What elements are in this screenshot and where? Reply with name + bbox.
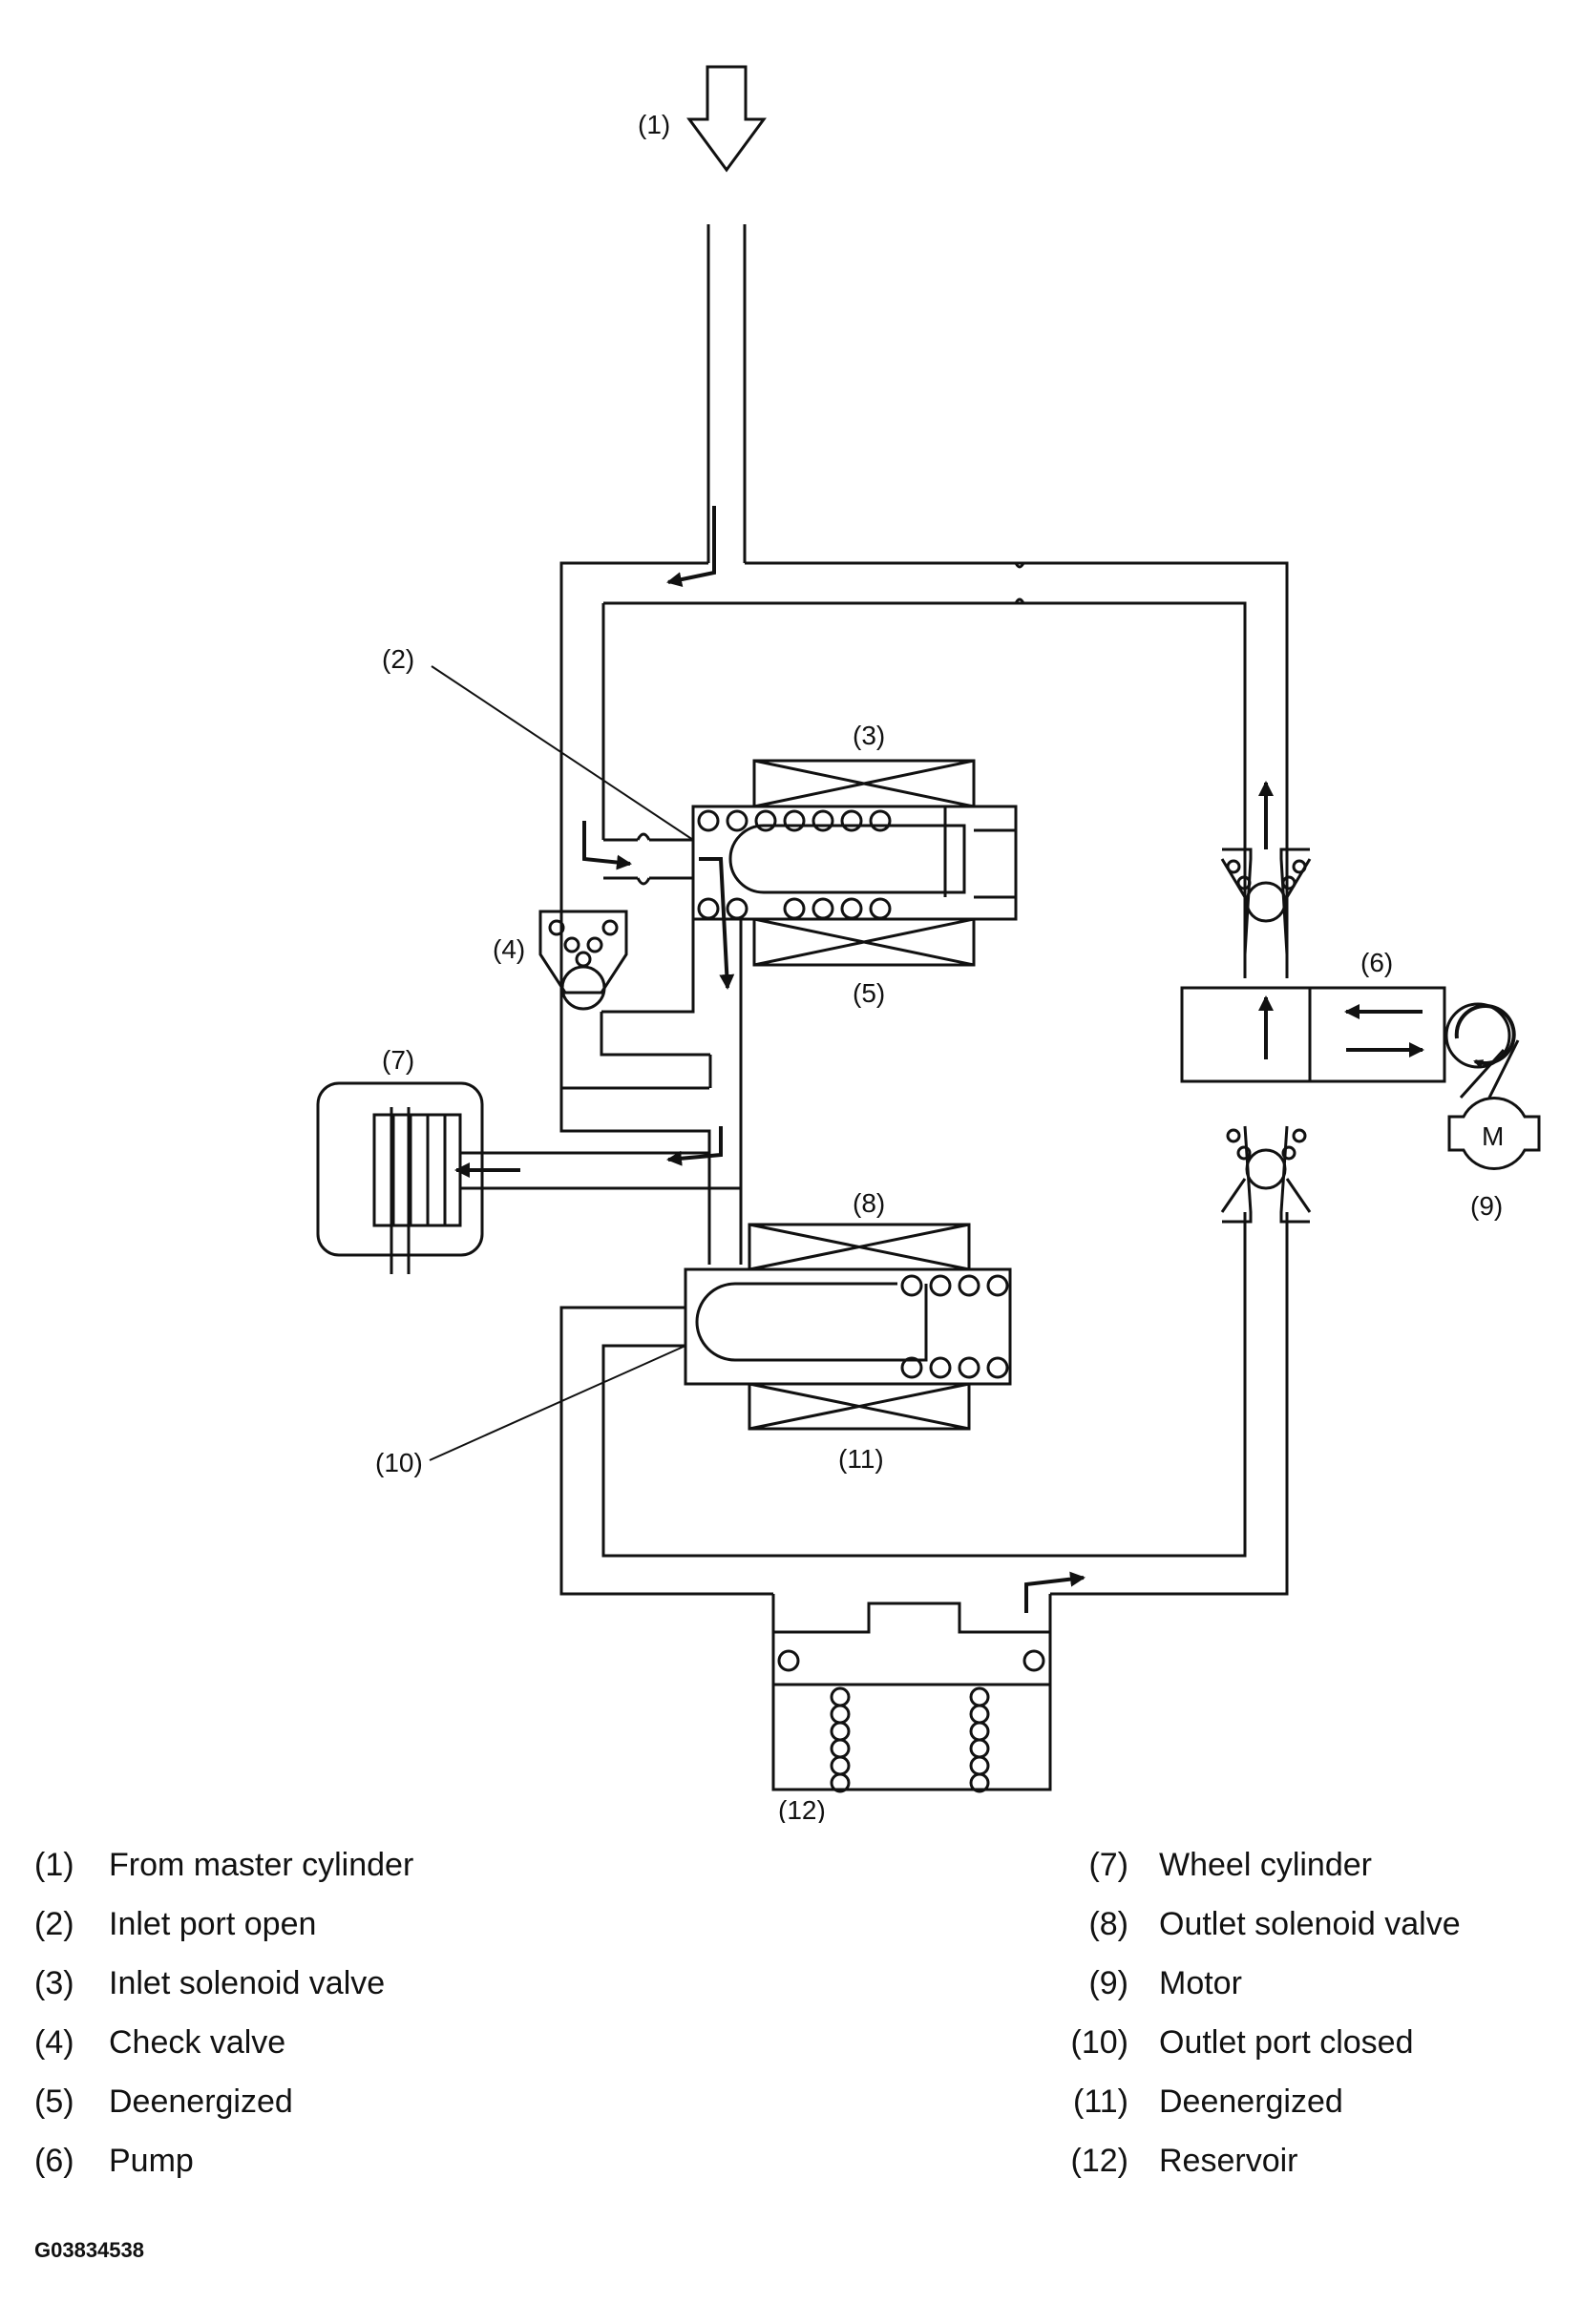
legend-item: (11) Deenergized <box>1050 2083 1461 2143</box>
legend-number: (6) <box>34 2143 74 2179</box>
callout-6: (6) <box>1360 948 1393 977</box>
legend-column-right: (7) Wheel cylinder (8) Outlet solenoid val… <box>1050 1847 1461 2202</box>
legend-item: (5) Deenergized <box>34 2083 413 2143</box>
figure-id: G03834538 <box>34 2238 144 2262</box>
legend-text: Deenergized <box>1159 2083 1343 2120</box>
legend-number: (4) <box>34 2024 74 2061</box>
legend-text: Reservoir <box>1159 2143 1298 2179</box>
legend-item: (6) Pump <box>34 2143 413 2202</box>
callout-4: (4) <box>493 934 525 964</box>
legend-number: (5) <box>34 2083 74 2120</box>
legend-text: Wheel cylinder <box>1159 1847 1372 1883</box>
legend-item: (12) Reservoir <box>1050 2143 1461 2202</box>
legend-item: (2) Inlet port open <box>34 1906 413 1965</box>
legend-number: (1) <box>34 1847 74 1883</box>
legend-number: (11) <box>1073 2083 1128 2120</box>
legend-number: (7) <box>1088 1847 1128 1883</box>
check-valve <box>538 910 628 995</box>
motor-symbol: M <box>1482 1121 1504 1151</box>
legend-text: Outlet port closed <box>1159 2024 1414 2061</box>
legend-text: Motor <box>1159 1965 1242 2001</box>
legend-item: (3) Inlet solenoid valve <box>34 1965 413 2024</box>
legend-number: (12) <box>1070 2143 1128 2179</box>
legend-column-left: (1) From master cylinder (2) Inlet port op… <box>34 1847 413 2202</box>
inlet-solenoid-valve <box>691 805 1018 921</box>
callout-10: (10) <box>375 1448 423 1477</box>
legend: (1) From master cylinder (2) Inlet port op… <box>0 1847 1581 2248</box>
callout-12: (12) <box>778 1795 826 1823</box>
legend-item: (4) Check valve <box>34 2024 413 2083</box>
legend-number: (8) <box>1088 1906 1128 1942</box>
legend-item: (10) Outlet port closed <box>1050 2024 1461 2083</box>
legend-text: Check valve <box>109 2024 286 2061</box>
legend-text: Inlet solenoid valve <box>109 1965 386 2001</box>
legend-item: (7) Wheel cylinder <box>1050 1847 1461 1906</box>
legend-text: Pump <box>109 2143 194 2179</box>
legend-text: Outlet solenoid valve <box>1159 1906 1461 1942</box>
legend-text: Inlet port open <box>109 1906 317 1942</box>
callout-8: (8) <box>853 1188 885 1218</box>
legend-text: From master cylinder <box>109 1847 414 1883</box>
callout-5: (5) <box>853 978 885 1008</box>
legend-number: (10) <box>1070 2024 1128 2061</box>
legend-number: (2) <box>34 1906 74 1942</box>
legend-item: (9) Motor <box>1050 1965 1461 2024</box>
legend-item: (8) Outlet solenoid valve <box>1050 1906 1461 1965</box>
callout-7: (7) <box>382 1045 414 1075</box>
legend-number: (3) <box>34 1965 74 2001</box>
outlet-solenoid-valve <box>684 1267 1012 1386</box>
legend-number: (9) <box>1088 1965 1128 2001</box>
pump <box>1180 986 1446 1083</box>
legend-item: (1) From master cylinder <box>34 1847 413 1906</box>
callout-1: (1) <box>638 110 670 139</box>
callout-2: (2) <box>382 644 414 674</box>
abs-hydraulic-diagram: (1) (2) (3) (4) (5) (6) (7) (8) (9) (10)… <box>316 65 1541 1823</box>
callout-11: (11) <box>838 1444 884 1474</box>
master-cylinder-input-arrow <box>686 65 767 173</box>
legend-text: Deenergized <box>109 2083 293 2120</box>
callout-3: (3) <box>853 721 885 750</box>
motor <box>1447 1096 1541 1171</box>
reservoir <box>771 1594 1052 1791</box>
callout-9: (9) <box>1470 1191 1503 1221</box>
